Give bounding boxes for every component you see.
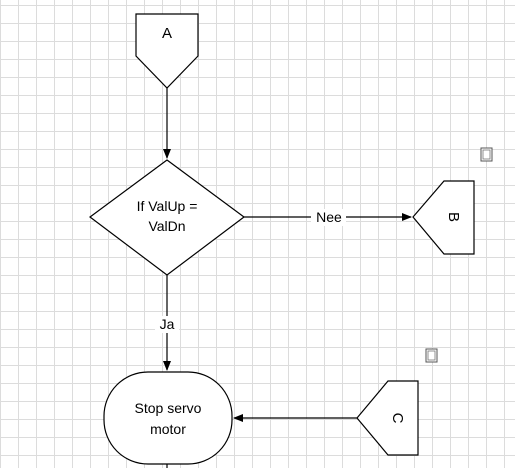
edge-no-label: Nee: [316, 209, 342, 225]
connector-c[interactable]: C: [356, 380, 419, 456]
edge-yes-label: Ja: [160, 316, 175, 332]
connector-b[interactable]: B: [412, 180, 475, 255]
terminal-stop-servo-motor[interactable]: Stop servo motor: [103, 371, 233, 465]
connector-b-label: B: [445, 212, 462, 222]
decision-diamond[interactable]: If ValUp = ValDn: [88, 159, 246, 276]
note-icon[interactable]: [480, 147, 493, 162]
connector-c-label: C: [389, 413, 406, 424]
note-icon[interactable]: [425, 348, 438, 363]
terminal-line-2: motor: [150, 421, 186, 437]
terminal-line-1: Stop servo: [135, 400, 202, 416]
connector-a[interactable]: A: [135, 13, 199, 89]
connector-a-label: A: [162, 25, 172, 42]
decision-line-2: ValDn: [148, 218, 185, 234]
decision-line-1: If ValUp =: [137, 198, 198, 214]
edge-yes-label-bg: [155, 316, 179, 333]
edge-no-label-bg: [311, 209, 346, 226]
